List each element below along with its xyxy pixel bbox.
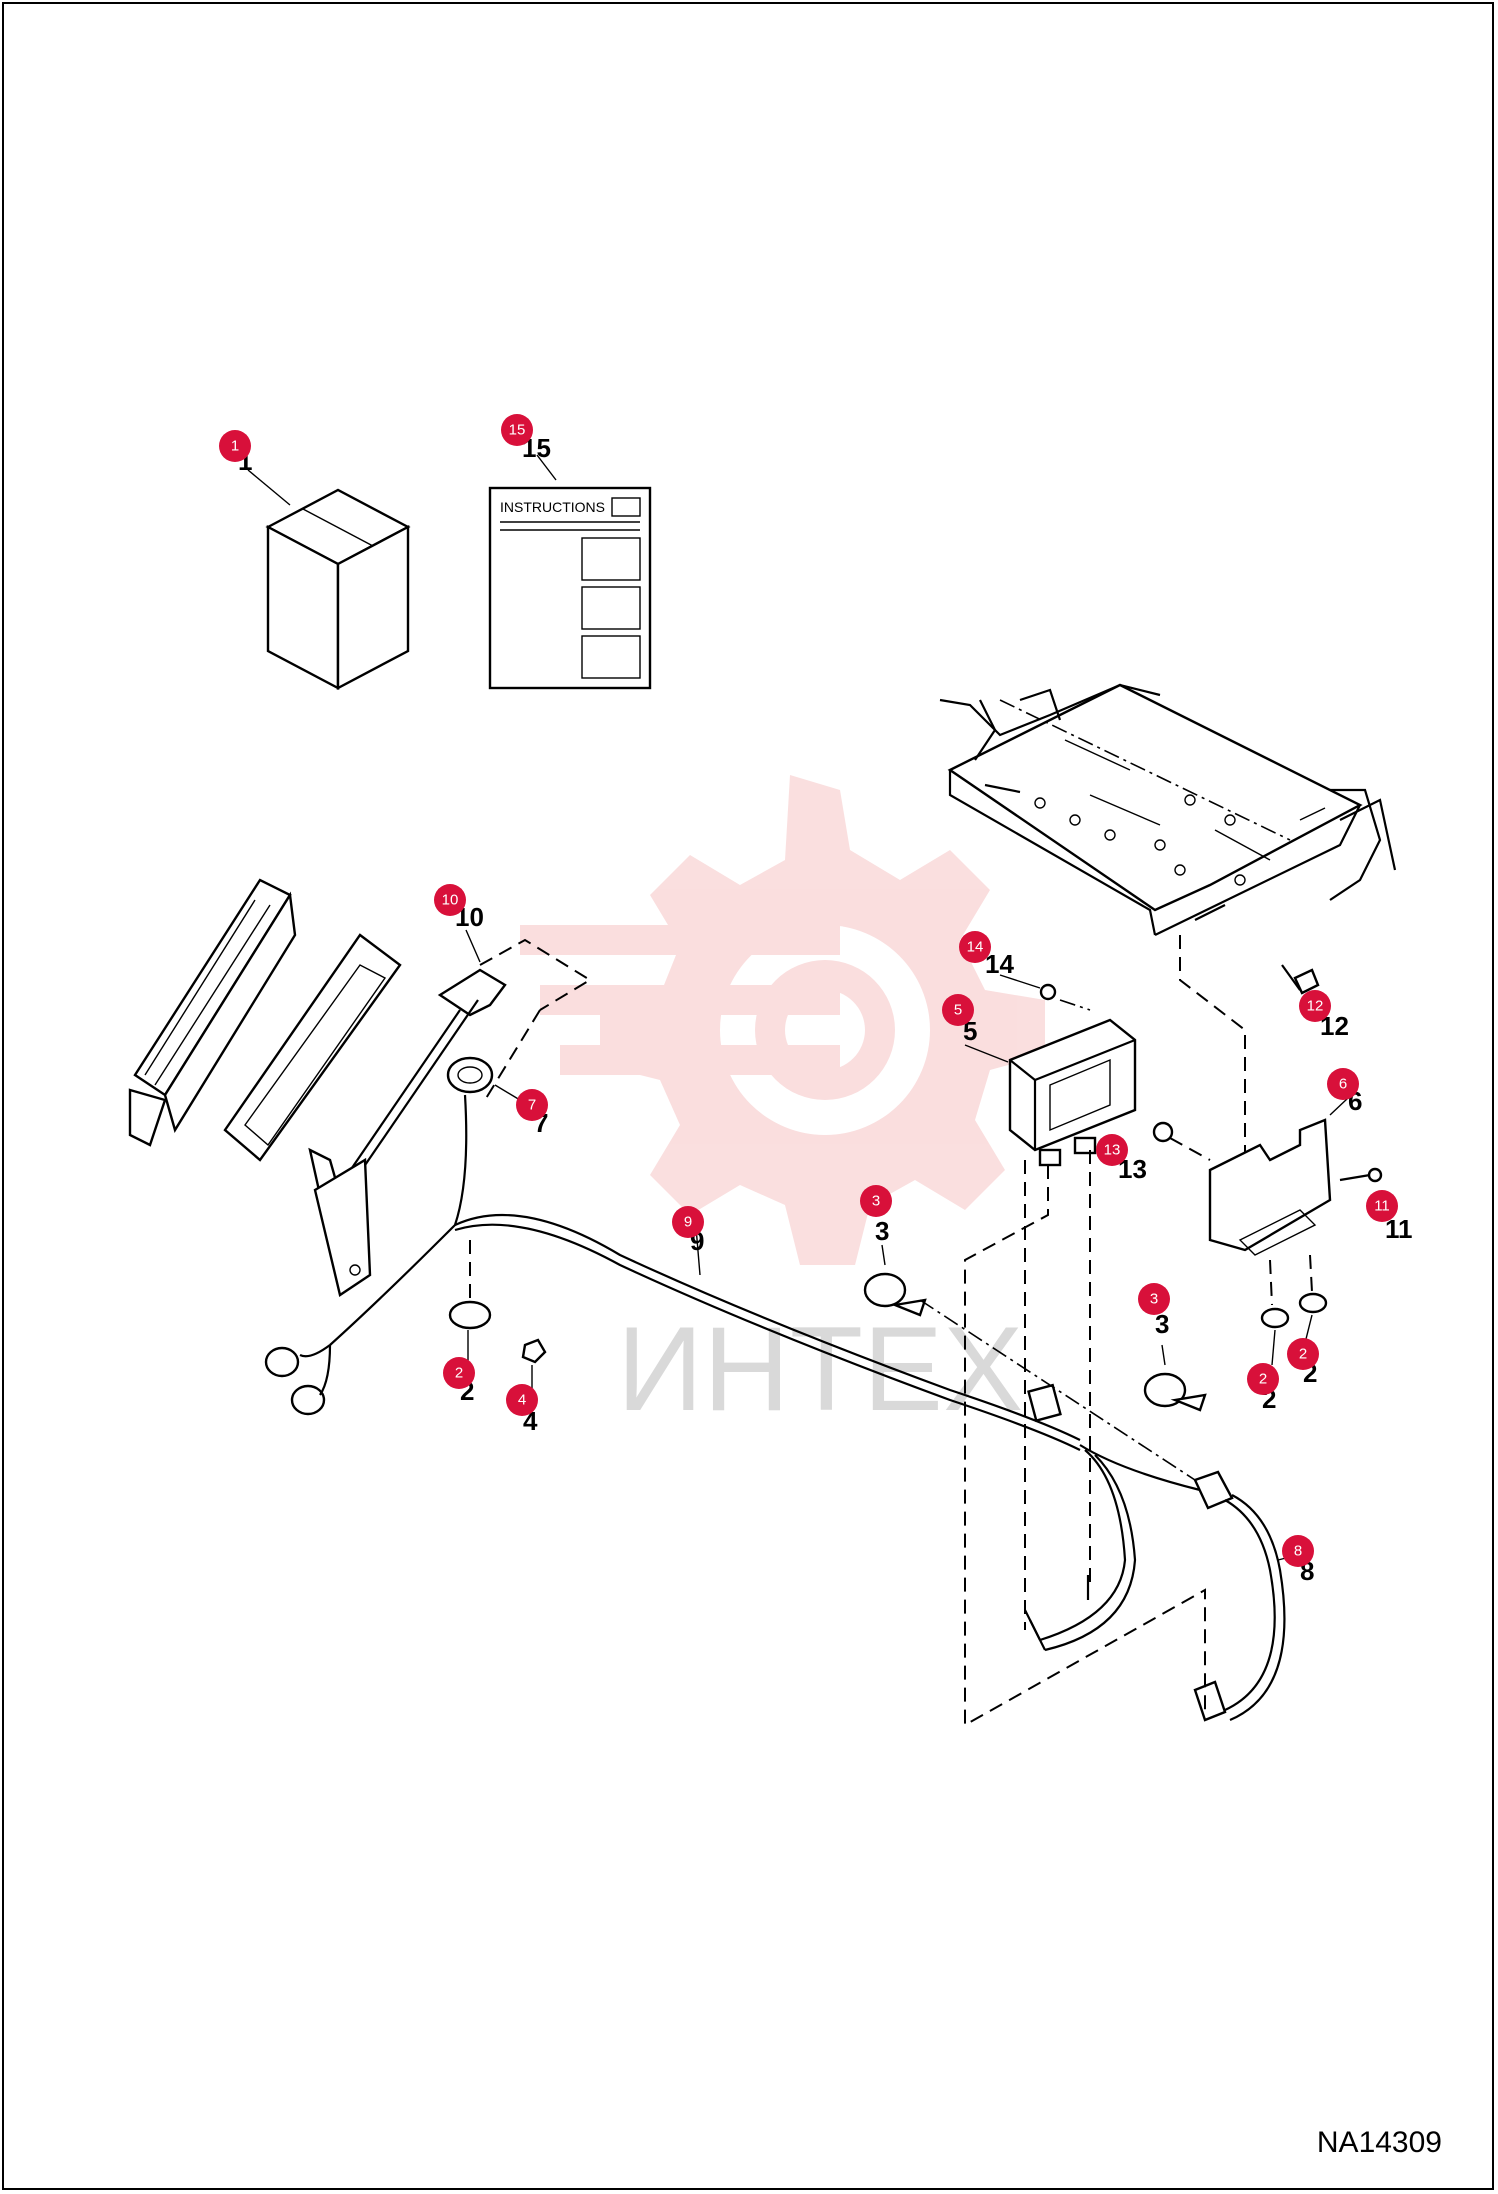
watermark-text: ИНТЕХ	[617, 1302, 1023, 1436]
badge-11[interactable]: 11	[1366, 1190, 1398, 1222]
cap-item-7	[446, 1056, 521, 1101]
badge-2c[interactable]: 2	[1287, 1338, 1319, 1370]
badge-10[interactable]: 10	[434, 884, 466, 916]
callout-number-3a: 3	[875, 1216, 889, 1246]
svg-text:13: 13	[1104, 1142, 1121, 1159]
nut-item-4	[521, 1338, 547, 1395]
svg-text:2: 2	[1259, 1371, 1267, 1388]
svg-text:6: 6	[1339, 1076, 1347, 1093]
svg-text:8: 8	[1294, 1543, 1302, 1560]
svg-text:11: 11	[1374, 1198, 1390, 1215]
strap-item-3-center	[863, 1244, 927, 1317]
display-unit-left	[128, 878, 402, 1242]
control-module-item-5	[964, 1018, 1137, 1167]
washer-item-13	[1152, 1121, 1211, 1161]
nut-item-14	[999, 974, 1057, 1001]
badge-15[interactable]: 15	[501, 414, 533, 446]
svg-text:3: 3	[872, 1193, 880, 1210]
badge-2b[interactable]: 2	[1247, 1363, 1279, 1395]
harness-connectors-left	[264, 1344, 332, 1416]
instructions-label: INSTRUCTIONS	[500, 499, 605, 515]
badge-5[interactable]: 5	[942, 994, 974, 1026]
watermark-logo	[520, 775, 1045, 1265]
badge-12[interactable]: 12	[1299, 990, 1331, 1022]
strap-item-3-right	[1143, 1344, 1207, 1412]
svg-text:1: 1	[231, 438, 239, 455]
bracket-item-10	[313, 929, 592, 1297]
figure-reference-code: NA14309	[1316, 2126, 1442, 2159]
svg-text:14: 14	[967, 939, 984, 956]
badge-2a[interactable]: 2	[443, 1357, 475, 1389]
badge-8[interactable]: 8	[1282, 1535, 1314, 1567]
bolt-item-11	[1339, 1167, 1383, 1183]
harness-item-9	[329, 1094, 1201, 1652]
svg-text:4: 4	[518, 1392, 526, 1409]
screw-item-12	[1281, 964, 1320, 995]
box-item-1	[247, 469, 411, 690]
svg-text:9: 9	[684, 1214, 692, 1231]
harness-item-8	[1193, 1470, 1299, 1722]
clip-item-2-left	[448, 1240, 492, 1365]
badge-6[interactable]: 6	[1327, 1068, 1359, 1100]
svg-text:10: 10	[442, 892, 459, 909]
badge-14[interactable]: 14	[959, 931, 991, 963]
badge-1[interactable]: 1	[219, 430, 251, 462]
bracket-item-6	[1208, 1097, 1349, 1256]
svg-text:7: 7	[528, 1097, 536, 1114]
svg-text:5: 5	[954, 1002, 962, 1019]
svg-text:2: 2	[1299, 1346, 1307, 1363]
badge-7[interactable]: 7	[516, 1089, 548, 1121]
clip-pair-item-2	[1260, 1254, 1328, 1366]
callout-number-5: 5	[963, 1016, 977, 1046]
callout-number-3b: 3	[1155, 1309, 1169, 1339]
callout-number-14: 14	[985, 949, 1014, 979]
machine-frame	[939, 683, 1397, 936]
badge-4[interactable]: 4	[506, 1384, 538, 1416]
badge-13[interactable]: 13	[1096, 1134, 1128, 1166]
instructions-sheet-item-15: INSTRUCTIONS	[488, 454, 652, 690]
callout-badges: 1 15 10 14 5 12 7 6 13 11 9 3 3 2 4 2 2 …	[219, 414, 1398, 1567]
badge-3b[interactable]: 3	[1138, 1283, 1170, 1315]
badge-3a[interactable]: 3	[860, 1185, 892, 1217]
badge-9[interactable]: 9	[672, 1206, 704, 1238]
svg-text:3: 3	[1150, 1291, 1158, 1308]
svg-text:2: 2	[455, 1365, 463, 1382]
svg-text:12: 12	[1307, 998, 1324, 1015]
svg-text:15: 15	[509, 422, 526, 439]
